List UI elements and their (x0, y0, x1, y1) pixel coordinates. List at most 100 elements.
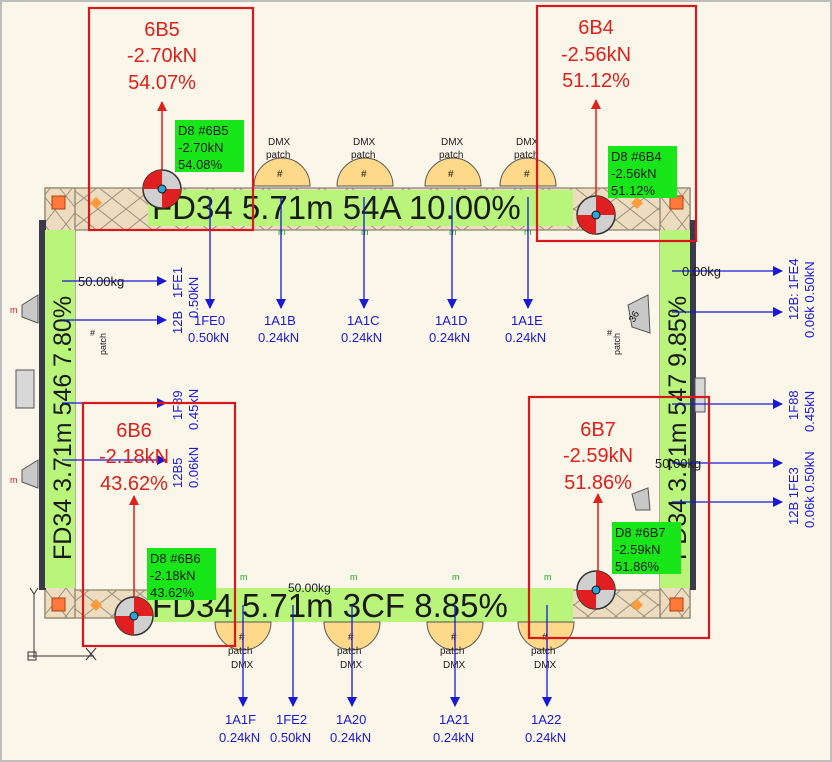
support-id: 6B4 (578, 17, 614, 39)
top-label-bar (148, 190, 573, 226)
dmx-label: DMX (443, 660, 466, 671)
callout-tag: D8 #6B7 (615, 525, 666, 540)
support-id: 6B5 (144, 19, 180, 41)
node-marker (631, 197, 643, 209)
load-id-bottom: 1A21 (439, 712, 469, 727)
hash-label: # (239, 632, 245, 643)
load-value-left: 0.45kN (186, 389, 201, 430)
support-percent: 54.07% (128, 72, 196, 94)
callout-percent: 51.86% (615, 559, 660, 574)
load-id-top: 1A1B (264, 313, 296, 328)
support-force: -2.56kN (561, 44, 631, 66)
load-id-right: 12B: 1FE4 (786, 259, 801, 320)
hoist-symbol (142, 169, 182, 209)
load-value-top: 0.24kN (505, 330, 546, 345)
load-id-left: 1FE1 (170, 267, 185, 298)
support-force: -2.18kN (99, 446, 169, 468)
hash-label: # (277, 169, 283, 180)
support-6B6[interactable]: 6B6 -2.18kN 43.62% D8 #6B6 -2.18kN 43.62… (81, 401, 237, 648)
m-marker: m (449, 227, 457, 237)
hoist-symbol (576, 195, 616, 235)
dmx-label: DMX (534, 660, 557, 671)
load-id-top: 1A1D (435, 313, 468, 328)
support-percent: 51.86% (564, 472, 632, 494)
load-value-bottom: 0.24kN (525, 730, 566, 745)
bottom-fixtures: # patch DMX # patch DMX # patch DMX # pa… (214, 621, 575, 671)
hash-label: # (90, 328, 95, 338)
load-id-bottom: 1A20 (336, 712, 366, 727)
load-id-left: 12B (170, 311, 185, 334)
side-number-label: 36 (627, 309, 642, 325)
load-value-top: 0.50kN (188, 330, 229, 345)
right-rail (690, 220, 696, 590)
point-load-label: 50.00kg (78, 274, 124, 289)
node-marker (631, 599, 643, 611)
load-value-right: 0.06k 0.50kN (802, 261, 817, 338)
m-marker: m (278, 227, 286, 237)
load-id-left: 12B5 (170, 458, 185, 488)
callout-force: -2.56kN (611, 166, 657, 181)
patch-label-side: patch (98, 333, 108, 355)
loads-bottom: 1A1F 0.24kN 1FE2 0.50kN 1A20 0.24kN 1A21… (219, 605, 566, 745)
loads-top: 1FE0 0.50kN 1A1B 0.24kN 1A1C 0.24kN 1A1D… (188, 197, 546, 345)
patch-label: patch (228, 646, 252, 657)
support-6B7[interactable]: 6B7 -2.59kN 51.86% D8 #6B7 -2.59kN 51.86… (527, 395, 711, 640)
dmx-label: DMX (516, 137, 539, 148)
support-callout (175, 120, 244, 172)
load-id-top: 1A1C (347, 313, 380, 328)
hoist-symbol (114, 596, 154, 636)
load-id-bottom: 1A22 (531, 712, 561, 727)
ucs-axis-icon (27, 587, 97, 661)
top-fixtures: # DMX patch # DMX patch # DMX patch # DM… (253, 137, 557, 187)
point-load-label: 50.00kg (288, 581, 331, 595)
load-id-top: 1A1E (511, 313, 543, 328)
dmx-label: DMX (231, 660, 254, 671)
support-callout (608, 146, 677, 198)
support-6B5[interactable]: 6B5 -2.70kN 54.07% D8 #6B5 -2.70kN 54.08… (87, 6, 255, 232)
fixture-top-3: # DMX patch (424, 137, 482, 187)
dmx-label: DMX (441, 137, 464, 148)
m-marker: m (10, 475, 18, 485)
truss-label-top: FD34 5.71m 54A 10.00% (152, 189, 521, 226)
m-markers: m m m m m m m m (240, 227, 552, 582)
m-marker: m (240, 572, 248, 582)
hash-label: # (607, 328, 612, 338)
support-id: 6B7 (580, 419, 616, 441)
hoist-symbol (576, 570, 616, 610)
patch-label: patch (531, 646, 555, 657)
load-value-top: 0.24kN (429, 330, 470, 345)
support-box (535, 4, 698, 243)
support-percent: 43.62% (100, 473, 168, 495)
fixture-top-2: # DMX patch (336, 137, 394, 187)
fixture-top-4: # DMX patch (499, 137, 557, 187)
truss-label-right: FD34 3.71m 547 9.85% (664, 296, 692, 560)
support-box (81, 401, 237, 648)
patch-label: patch (337, 646, 361, 657)
callout-tag: D8 #6B5 (178, 123, 229, 138)
hash-label: # (361, 169, 367, 180)
callout-tag: D8 #6B4 (611, 149, 662, 164)
dmx-label: DMX (340, 660, 363, 671)
m-marker: m (10, 305, 18, 315)
m-marker: m (361, 227, 369, 237)
load-id-bottom: 1A1F (225, 712, 256, 727)
m-marker: m (544, 572, 552, 582)
load-id-right: 1F88 (786, 390, 801, 420)
patch-label: patch (351, 150, 375, 161)
load-id-right: 12B 1FE3 (786, 467, 801, 525)
support-callout (612, 522, 681, 574)
support-percent: 51.12% (562, 70, 630, 92)
support-force: -2.59kN (563, 445, 633, 467)
patch-label: patch (439, 150, 463, 161)
patch-label: patch (440, 646, 464, 657)
load-value-left: 0.50kN (186, 277, 201, 318)
load-id-left: 1F89 (170, 390, 185, 420)
support-6B4[interactable]: 6B4 -2.56kN 51.12% D8 #6B4 -2.56kN 51.12… (535, 4, 698, 243)
loads-right: 0.00kg 50.00kg 12B: 1FE4 0.06k 0.50kN 1F… (655, 259, 817, 528)
hash-label: # (524, 169, 530, 180)
m-marker: m (452, 572, 460, 582)
node-marker (90, 197, 102, 209)
support-id: 6B6 (116, 420, 152, 442)
corner-block (51, 195, 66, 210)
load-value-right: 0.45kN (802, 391, 817, 432)
